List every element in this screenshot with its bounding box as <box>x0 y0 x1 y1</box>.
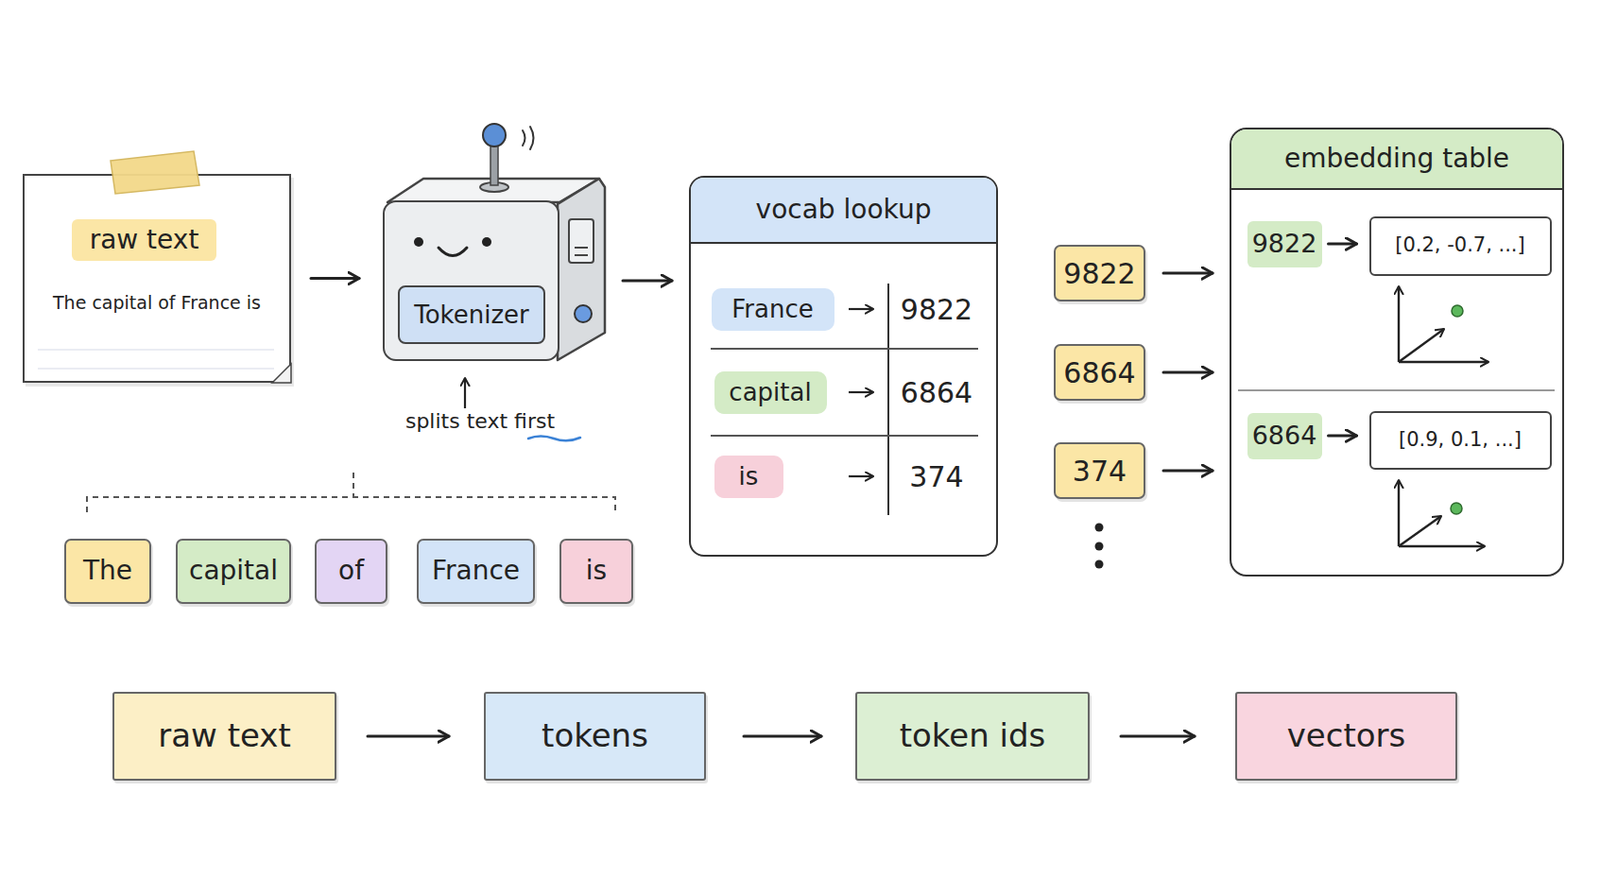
token-id-chip: 374 <box>1053 442 1146 499</box>
node-text: token ids <box>857 693 1088 779</box>
embedding-panel: embedding table 9822 [0.2, -0.7, ...] 6864 [… <box>1229 127 1565 577</box>
vector-point <box>1451 305 1463 317</box>
paper-curl <box>272 363 292 383</box>
underline <box>528 436 581 442</box>
table-cell: 9822 <box>893 290 981 328</box>
stage-tape: vectors <box>1235 691 1458 781</box>
map-arrow <box>848 475 874 478</box>
token-pill: capital <box>714 371 827 414</box>
flow-arrow <box>622 279 672 283</box>
token-chip: capital <box>175 538 292 604</box>
ellipsis-dot <box>1095 542 1104 551</box>
node-text: France <box>711 288 835 331</box>
node-text: 9822 <box>1055 246 1144 300</box>
ruled-lines <box>37 349 275 369</box>
axis-line <box>1398 545 1485 548</box>
stage-tape: tokens <box>483 691 706 781</box>
robot-slot-lines <box>574 247 588 256</box>
token-id-chip: 6864 <box>1053 344 1146 401</box>
table-row-line <box>710 348 979 436</box>
node-text: tokens <box>485 693 705 779</box>
map-arrow <box>848 391 874 394</box>
vector-point <box>1450 502 1463 515</box>
lookup-panel: vocab lookupFrance capital is <box>688 175 998 557</box>
tape-strip <box>110 151 200 194</box>
axis-line <box>1397 480 1400 547</box>
node-text: is <box>561 540 632 603</box>
node-text: 374 <box>1055 444 1144 498</box>
node-text: [0.9, 0.1, ...] <box>1371 412 1550 468</box>
stage-tape: token ids <box>855 691 1090 781</box>
node-text: The capital of France is <box>24 283 290 322</box>
robot-slot <box>568 219 594 263</box>
antenna-ball <box>482 123 506 147</box>
signal-marks <box>522 126 534 150</box>
flow-arrow <box>1328 434 1358 438</box>
token-chip: France <box>416 538 535 604</box>
node-text: 9822 <box>1247 221 1323 268</box>
flow-arrow <box>743 735 822 739</box>
node-text: is <box>714 455 784 499</box>
flow-arrow <box>1163 469 1213 473</box>
node-text: vectors <box>1237 693 1456 779</box>
pointer-arrow <box>464 378 466 409</box>
annotation-text: splits text first <box>376 406 585 437</box>
node-text: Tokenizer <box>397 285 546 345</box>
ellipsis-dot <box>1095 560 1104 569</box>
flow-arrow <box>1163 371 1213 375</box>
ellipsis-dot <box>1095 523 1104 533</box>
robot-smile <box>438 247 467 257</box>
table-cell: 374 <box>893 457 981 496</box>
axis-line <box>1397 286 1400 362</box>
vector-box: [0.9, 0.1, ...] <box>1369 411 1552 470</box>
table-divider <box>887 283 890 516</box>
flow-arrow <box>1120 735 1195 739</box>
token-chip: is <box>559 538 634 604</box>
robot-eye <box>413 237 424 247</box>
token-id-chip: 9822 <box>1247 221 1323 268</box>
vector-box: [0.2, -0.7, ...] <box>1369 216 1552 276</box>
flow-arrow <box>1163 272 1213 276</box>
axis-line <box>1398 328 1445 362</box>
node-text: 6864 <box>1247 412 1323 460</box>
node-text: of <box>316 540 386 603</box>
robot-button <box>574 305 592 323</box>
split-bracket <box>86 472 616 513</box>
node-text: capital <box>714 371 827 414</box>
node-text: The <box>66 540 150 603</box>
flow-arrow <box>310 276 360 280</box>
token-chip: of <box>314 538 388 604</box>
table-cell: 6864 <box>893 373 981 412</box>
robot-side-face <box>557 178 605 361</box>
flow-arrow <box>1328 242 1358 246</box>
tokenizer-robot: Tokenizer <box>382 200 560 362</box>
axis-line <box>1398 516 1442 547</box>
node-text: [0.2, -0.7, ...] <box>1371 218 1550 275</box>
token-pill: is <box>714 455 784 499</box>
robot-eye <box>481 237 492 247</box>
node-text: raw text <box>71 219 217 261</box>
axis-line <box>1398 361 1489 363</box>
table-divider <box>1238 389 1555 392</box>
node-text: vocab lookup <box>690 177 997 244</box>
token-chip: The <box>64 538 152 604</box>
node-text: raw text <box>114 693 335 779</box>
flow-arrow <box>367 735 449 739</box>
node-text: capital <box>177 540 290 603</box>
node-text: 6864 <box>1055 345 1144 399</box>
token-pill: France <box>711 288 835 331</box>
note-card: raw textThe capital of France is <box>22 173 292 383</box>
node-text: embedding table <box>1231 129 1563 190</box>
map-arrow <box>848 308 874 310</box>
token-id-chip: 6864 <box>1247 412 1323 460</box>
token-id-chip: 9822 <box>1053 244 1146 302</box>
antenna-stem <box>490 141 499 186</box>
stage-tape: raw text <box>112 691 337 781</box>
node-text: France <box>418 540 534 603</box>
